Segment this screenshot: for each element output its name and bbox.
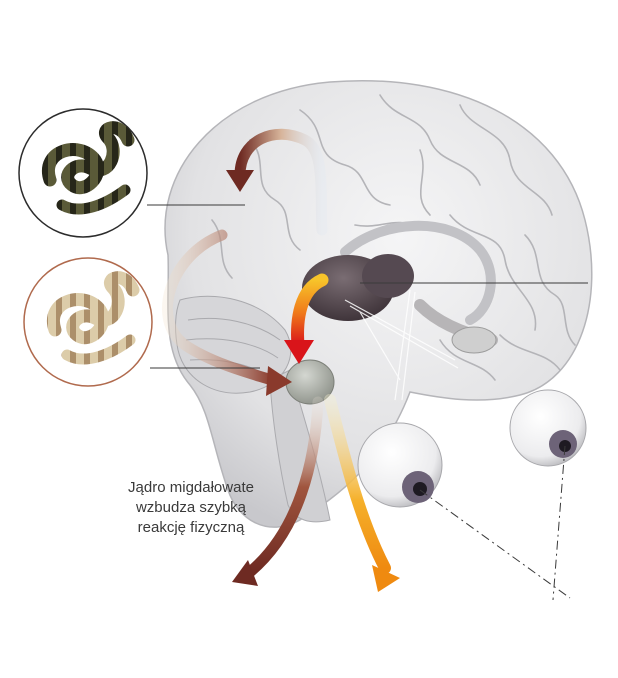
caption-line-2: wzbudza szybką — [135, 499, 247, 516]
eye-left — [357, 422, 443, 508]
cortex-to-amygdala-arrowhead — [266, 366, 292, 396]
thalamus-amygdala-arrowhead — [284, 340, 314, 364]
output-dark-arrowhead — [232, 560, 258, 586]
snake-perceived-circle — [23, 257, 153, 387]
optic-tract — [344, 289, 498, 401]
sight-lines — [419, 445, 571, 601]
thalamus — [302, 254, 414, 321]
pathway-arrows — [162, 128, 400, 592]
thalamus-amygdala-arrow — [291, 273, 329, 352]
output-orange-arrowhead — [372, 565, 400, 592]
snake-photo-icon — [41, 121, 135, 215]
amygdala-caption: Jądro migdałowate wzbudza szybką reakcję… — [96, 478, 286, 538]
output-dark-arrow — [244, 396, 324, 578]
snake-real-circle — [18, 108, 148, 238]
cortex-to-amygdala-arrow — [162, 229, 278, 386]
output-orange-arrow — [324, 394, 391, 574]
brainstem — [269, 369, 331, 523]
snake-blurred-icon — [46, 271, 140, 365]
cortex-return-arrow — [234, 128, 328, 236]
brain-folds — [211, 94, 576, 381]
cortex-return-arrowhead — [226, 170, 254, 192]
caption-line-1: Jądro migdałowate — [128, 479, 254, 496]
eye-right — [509, 389, 587, 467]
caption-line-3: reakcję fizyczną — [137, 519, 245, 536]
